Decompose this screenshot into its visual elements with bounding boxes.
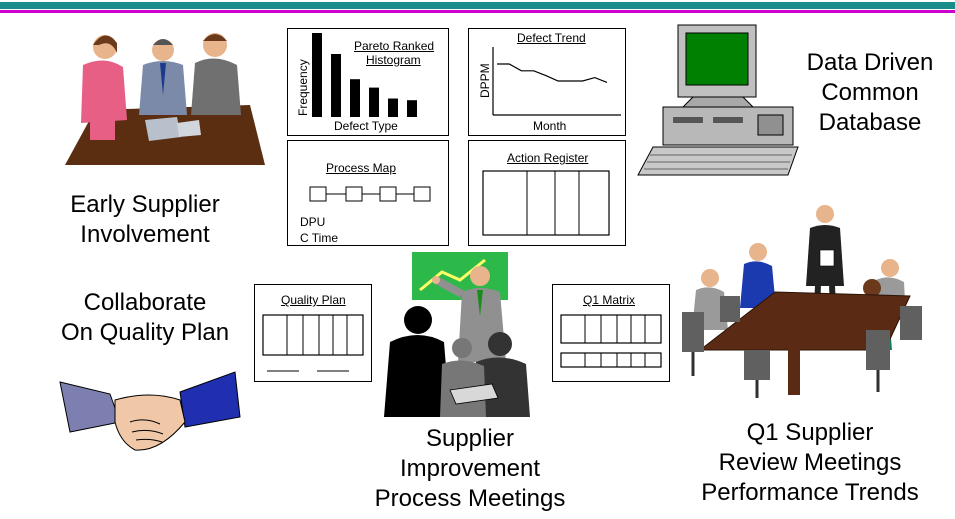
computer-clipart [637,24,799,176]
pareto-bar [312,33,322,117]
trend-title: Defect Trend [517,31,586,45]
pareto-title-2: Histogram [366,53,421,67]
early-supplier-label: Early Supplier Involvement [70,191,220,248]
process-map-ctime: C Time [300,231,339,245]
trend-series-line [497,63,608,83]
q1-matrix-title: Q1 Matrix [583,293,636,307]
pareto-bar [331,54,341,117]
meeting-people-clipart [65,33,265,165]
q1-matrix-box: Q1 Matrix [552,284,670,382]
trend-xlabel: Month [533,119,567,133]
process-map-dpu: DPU [300,215,326,229]
trend-axes [492,47,621,116]
trend-ylabel: DPPM [478,63,492,98]
quality-plan-grid [262,314,364,372]
q1-matrix-grid [560,314,662,368]
process-map-title: Process Map [326,161,397,175]
pareto-bar [388,98,398,117]
pareto-ylabel: Frequency [296,59,310,116]
quality-plan-box: Quality Plan [254,284,372,382]
pareto-xlabel: Defect Type [334,119,398,133]
pareto-bars [312,33,417,117]
pareto-bar [407,100,417,117]
quality-plan-title: Quality Plan [281,293,346,307]
boardroom-clipart [682,205,922,398]
action-register-title: Action Register [507,151,589,165]
pareto-bar [369,87,379,117]
handshake-clipart [59,371,241,451]
supplier-improvement-label: Supplier Improvement Process Meetings [374,425,566,512]
pareto-chart-box: Pareto Ranked Histogram Frequency Defect… [287,28,449,136]
process-map-steps [309,186,431,202]
collaborate-label: Collaborate On Quality Plan [60,289,230,346]
pareto-bar [350,79,360,117]
defect-trend-box: Defect Trend DPPM Month [468,28,626,136]
data-driven-label: Data Driven Common Database [806,49,934,136]
pareto-title-1: Pareto Ranked [354,39,435,53]
header-magenta-bar [0,10,955,13]
q1-supplier-label: Q1 Supplier Review Meetings Performance … [701,419,919,506]
process-map-box: Process Map DPU C Time [287,140,449,246]
presenter-clipart [384,252,530,417]
action-register-grid [482,170,610,236]
action-register-box: Action Register [468,140,626,246]
header-teal-bar [0,2,955,9]
